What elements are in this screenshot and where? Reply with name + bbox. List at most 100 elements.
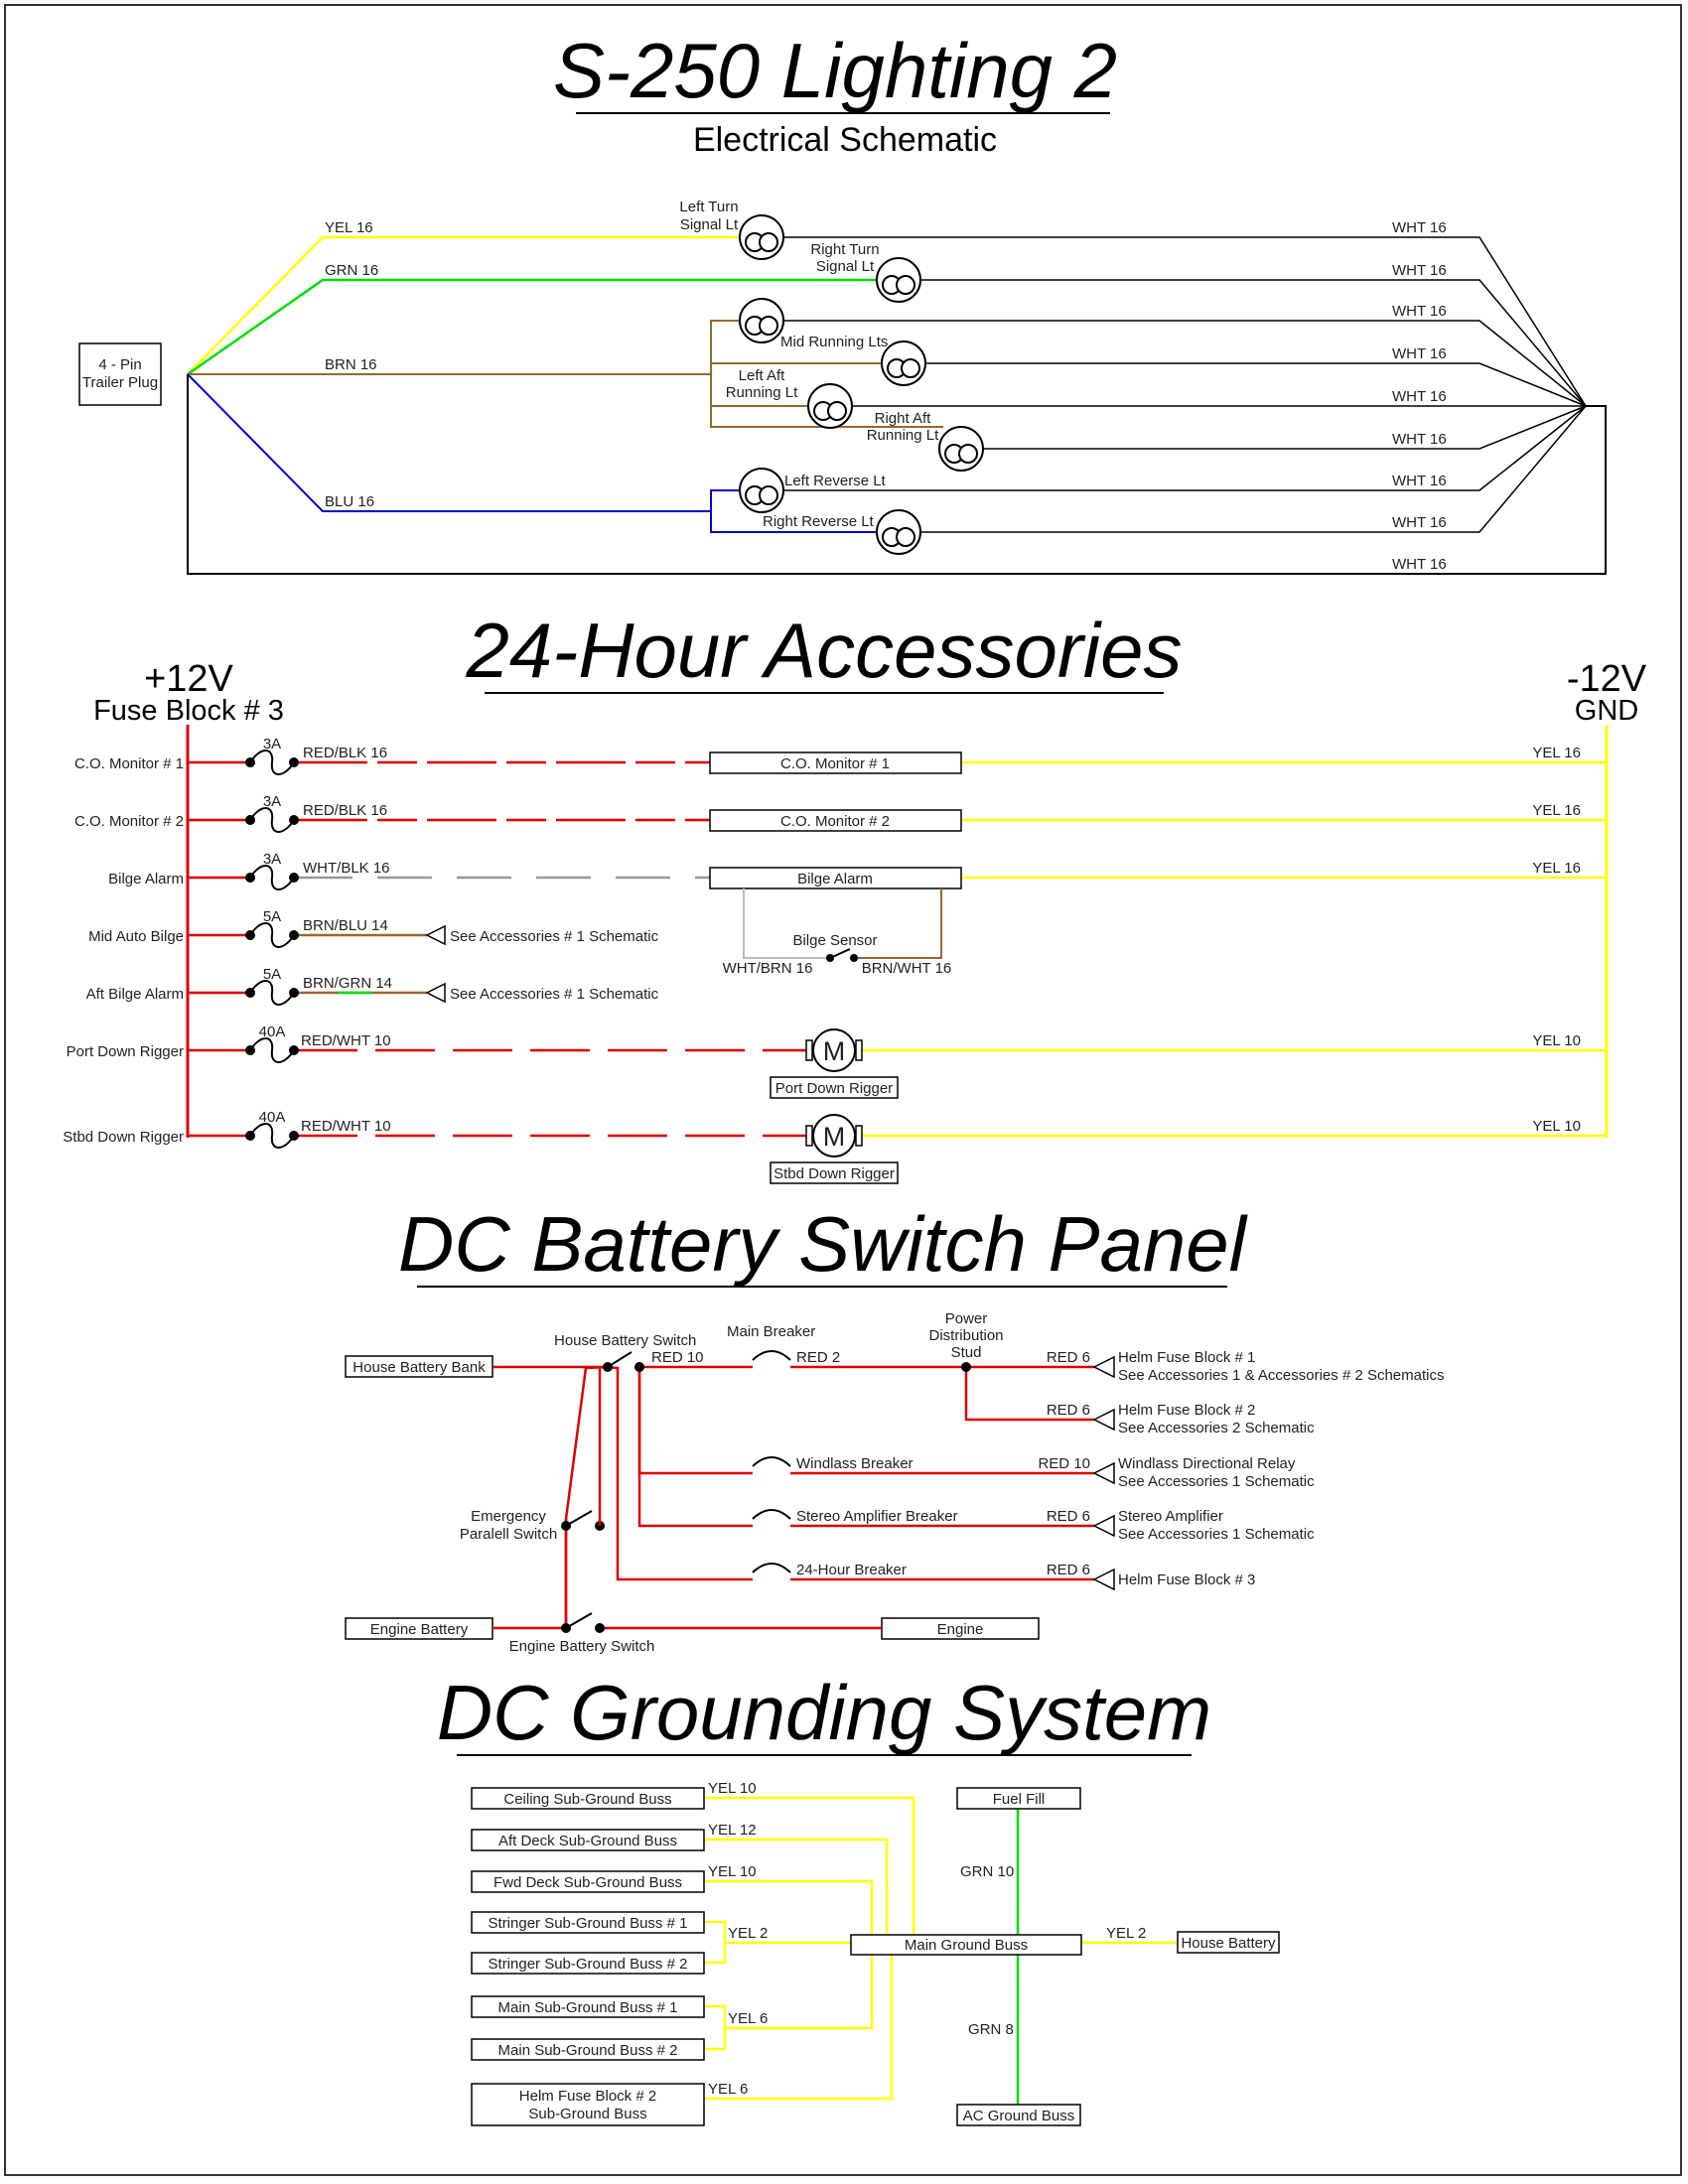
output-line2: See Accessories 1 & Accessories # 2 Sche… [1118, 1367, 1444, 1384]
output-arrow-icon [1092, 1408, 1115, 1432]
lighting-title: S-250 Lighting 2 [553, 27, 1117, 114]
lamp-icon [881, 341, 926, 386]
output-line1: Windlass Directional Relay [1118, 1455, 1296, 1472]
lamp-icon [739, 468, 784, 513]
svg-text:WHT 16: WHT 16 [1392, 431, 1447, 448]
circuit-label: C.O. Monitor # 2 [74, 813, 184, 830]
ground-wire-label: YEL 6 [728, 2010, 768, 2027]
return-wire-label: YEL 10 [1532, 1032, 1581, 1049]
svg-text:M: M [823, 1122, 846, 1152]
breaker-label: 24-Hour Breaker [796, 1562, 907, 1578]
motor-icon: M [805, 1028, 863, 1072]
lamp-icon [876, 257, 921, 303]
svg-text:Right Reverse Lt: Right Reverse Lt [763, 513, 875, 530]
engine-label: Engine [937, 1621, 984, 1638]
sub-ground-box [471, 1952, 705, 1975]
output-line2: See Accessories 1 Schematic [1118, 1526, 1315, 1543]
house-switch-label: House Battery Switch [554, 1332, 696, 1349]
svg-text:Right Turn: Right Turn [810, 241, 879, 258]
yel-wire [187, 235, 740, 375]
main-ground-label: Main Ground Buss [905, 1937, 1028, 1954]
output-arrow-icon [1092, 1514, 1115, 1538]
ac-ground-label: AC Ground Buss [963, 2108, 1075, 2124]
fuel-wire-label: GRN 10 [960, 1863, 1014, 1880]
return-wire-label: YEL 16 [1532, 860, 1581, 877]
sub-ground-box [471, 2083, 705, 2126]
grounding-title: DC Grounding System [437, 1669, 1211, 1756]
sub-ground-box [471, 1995, 705, 2018]
trailer-plug-box [78, 342, 162, 406]
ground-wire-label: YEL 10 [708, 1863, 757, 1880]
pos-volt: +12V [144, 658, 233, 700]
output-line2: See Accessories 1 Schematic [1118, 1473, 1315, 1490]
house-bank-label: House Battery Bank [352, 1359, 486, 1376]
sub-ground-box [471, 1870, 705, 1893]
accessories-title: 24-Hour Accessories [465, 607, 1182, 694]
device-box [770, 1076, 899, 1099]
page-frame [4, 4, 1682, 2176]
house-wire-label: YEL 2 [1106, 1925, 1146, 1942]
breaker-label: Windlass Breaker [796, 1455, 914, 1472]
fuse-rating: 40A [259, 1024, 286, 1040]
lighting-section: S-250 Lighting 2 Electrical Schematic 4 … [78, 27, 1607, 575]
pds-label-3: Stud [951, 1344, 982, 1361]
return-wire-label: YEL 16 [1532, 745, 1581, 761]
lamp-icon [739, 214, 784, 260]
output-wire: RED 6 [1047, 1508, 1090, 1525]
output-arrow-icon [1092, 1355, 1115, 1379]
svg-text:Signal Lt: Signal Lt [816, 258, 875, 275]
ac-ground-box [956, 2104, 1081, 2126]
device-box [709, 867, 962, 889]
fuse-rating: 3A [263, 793, 281, 810]
house-battery-label: House Battery [1181, 1935, 1276, 1952]
breaker-icon [752, 1350, 791, 1361]
ground-wire-label: YEL 12 [708, 1822, 757, 1839]
lamp-labels: Left Turn Signal Lt Right Turn Signal Lt… [679, 199, 939, 530]
svg-text:Running Lt: Running Lt [867, 427, 939, 444]
output-wire: RED 6 [1047, 1562, 1090, 1578]
circuit-label: Aft Bilge Alarm [86, 986, 184, 1003]
device-label: C.O. Monitor # 2 [780, 813, 890, 830]
lamp-icons [739, 214, 984, 555]
svg-text:WHT 16: WHT 16 [1392, 556, 1447, 573]
ground-wire-label: YEL 10 [708, 1780, 757, 1797]
emergency-label-2: Paralell Switch [460, 1526, 557, 1543]
engine-switch-icon [561, 1612, 605, 1633]
circuit-label: Stbd Down Rigger [63, 1129, 184, 1146]
device-label: Port Down Rigger [775, 1080, 893, 1097]
sub-ground-label: Main Sub-Ground Buss # 1 [498, 1999, 678, 2016]
main-ground-box [850, 1934, 1082, 1956]
sub-ground-box [471, 2038, 705, 2061]
grounding-section: DC Grounding System [437, 1669, 1280, 2126]
circuit-label: Port Down Rigger [67, 1043, 184, 1060]
ref-arrow-icon [425, 982, 446, 1004]
plug-label-1: 4 - Pin [98, 356, 141, 373]
return-wire-label: YEL 16 [1532, 802, 1581, 819]
svg-text:WHT 16: WHT 16 [1392, 345, 1447, 362]
output-line1: Helm Fuse Block # 3 [1118, 1571, 1255, 1588]
sub-ground-label: Stringer Sub-Ground Buss # 2 [489, 1956, 688, 1973]
svg-text:WHT 16: WHT 16 [1392, 473, 1447, 489]
wire-label: RED/BLK 16 [303, 802, 387, 819]
engine-switch-label: Engine Battery Switch [509, 1638, 655, 1655]
sub-ground-box [471, 1787, 705, 1810]
lamp-icon [876, 509, 921, 555]
output-line1: Helm Fuse Block # 1 [1118, 1349, 1255, 1366]
emergency-switch-icon [561, 1367, 605, 1531]
svg-text:M: M [823, 1036, 846, 1066]
fuse-rating: 5A [263, 908, 281, 925]
output-line1: Helm Fuse Block # 2 [1118, 1402, 1255, 1419]
fuse-icons [245, 750, 299, 1149]
wire-label: BRN/BLU 14 [303, 917, 388, 934]
sub-ground-label: Fwd Deck Sub-Ground Buss [493, 1874, 682, 1891]
svg-text:WHT 16: WHT 16 [1392, 262, 1447, 279]
battery-panel-title: DC Battery Switch Panel [398, 1200, 1249, 1288]
wire-label: WHT/BLK 16 [303, 860, 390, 877]
breaker-icon [752, 1509, 791, 1520]
fuse-icon [245, 980, 299, 1006]
ref-arrow-icon [425, 924, 446, 946]
fuel-fill-box [956, 1787, 1081, 1810]
sub-ground-box [471, 1911, 705, 1934]
output-arrow-icon [1092, 1568, 1115, 1591]
